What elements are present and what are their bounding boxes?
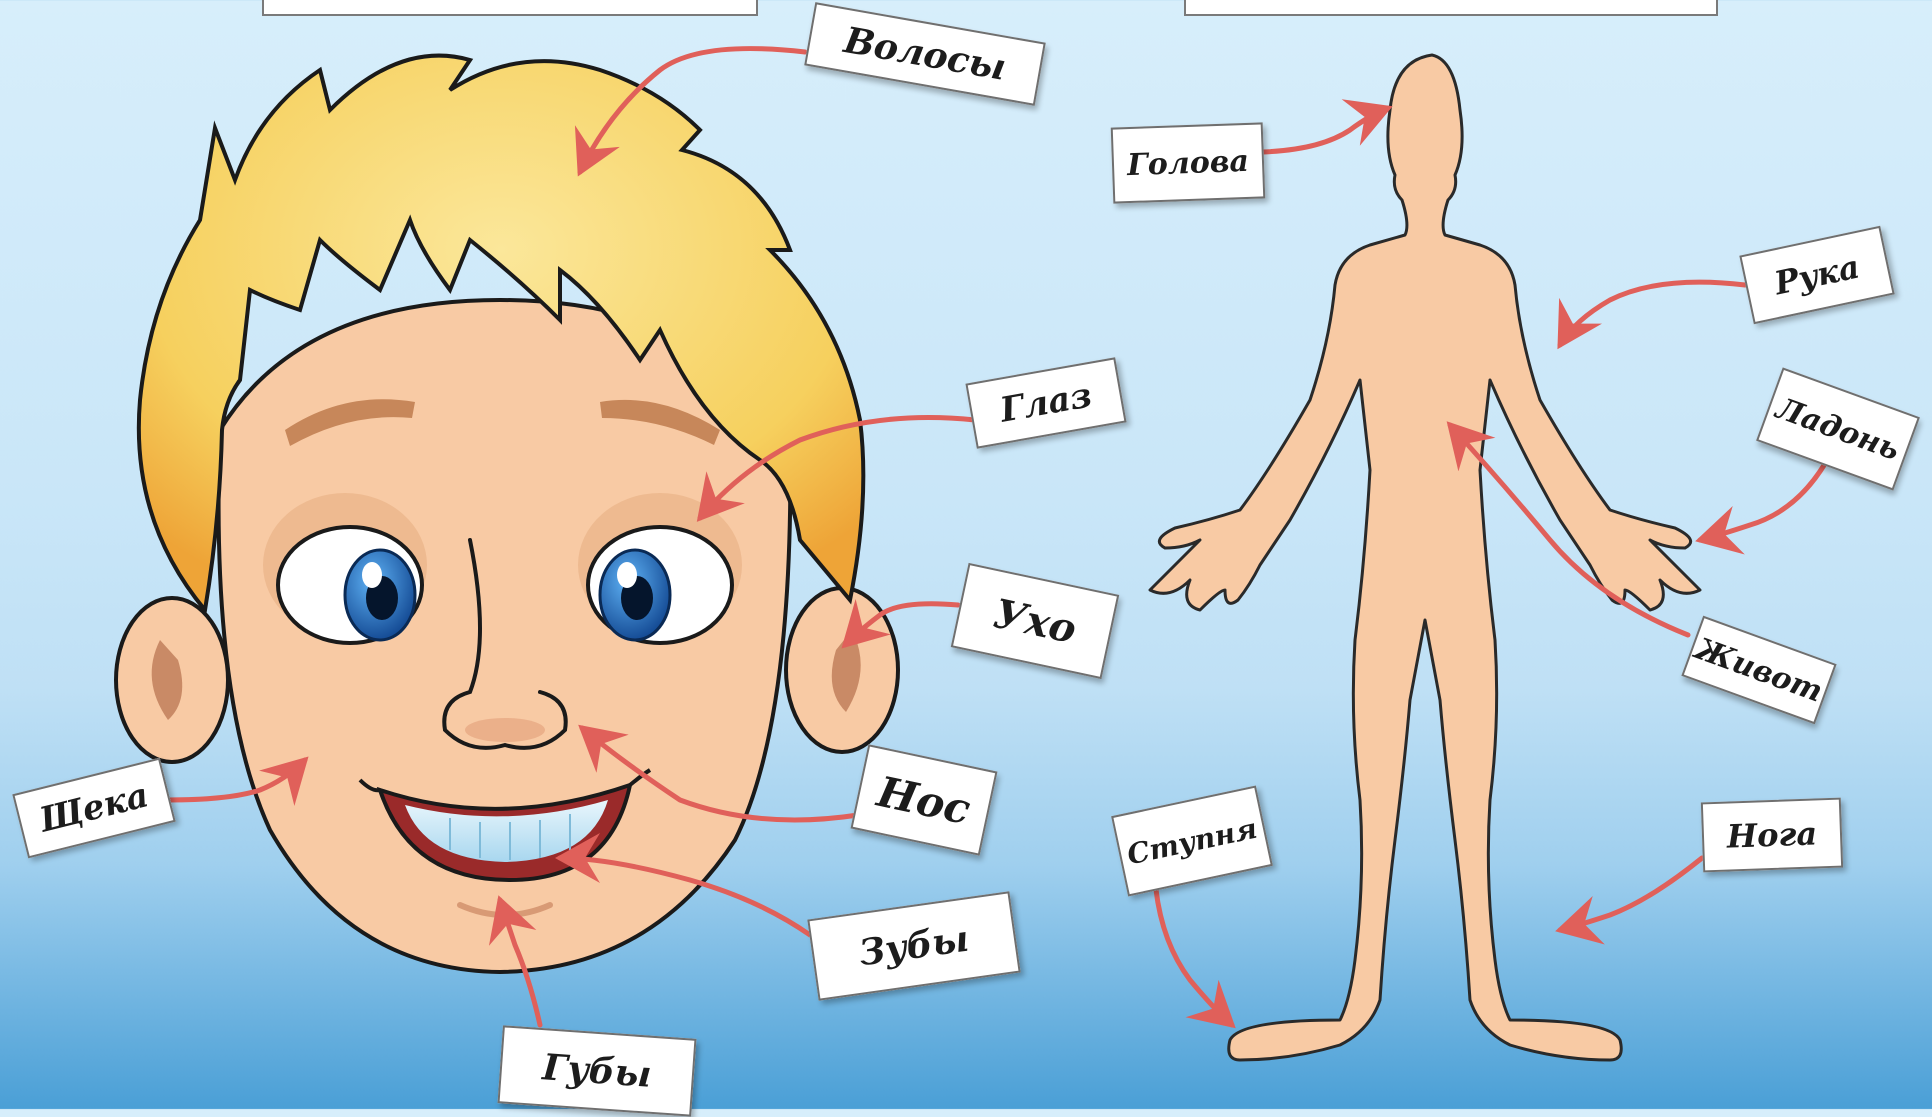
arrow-palm xyxy=(1700,455,1830,540)
boy-face xyxy=(116,56,898,972)
arrow-head xyxy=(1262,108,1388,152)
label-leg: Нога xyxy=(1701,798,1843,873)
arrow-foot xyxy=(1155,880,1232,1025)
arrow-arm xyxy=(1560,282,1745,345)
body-silhouette xyxy=(1150,55,1700,1060)
arrow-leg xyxy=(1560,858,1702,930)
label-lips: Губы xyxy=(498,1025,697,1116)
label-head: Голова xyxy=(1111,122,1266,203)
right-eye xyxy=(588,527,732,643)
left-ear xyxy=(116,598,228,762)
left-eye xyxy=(278,527,422,643)
